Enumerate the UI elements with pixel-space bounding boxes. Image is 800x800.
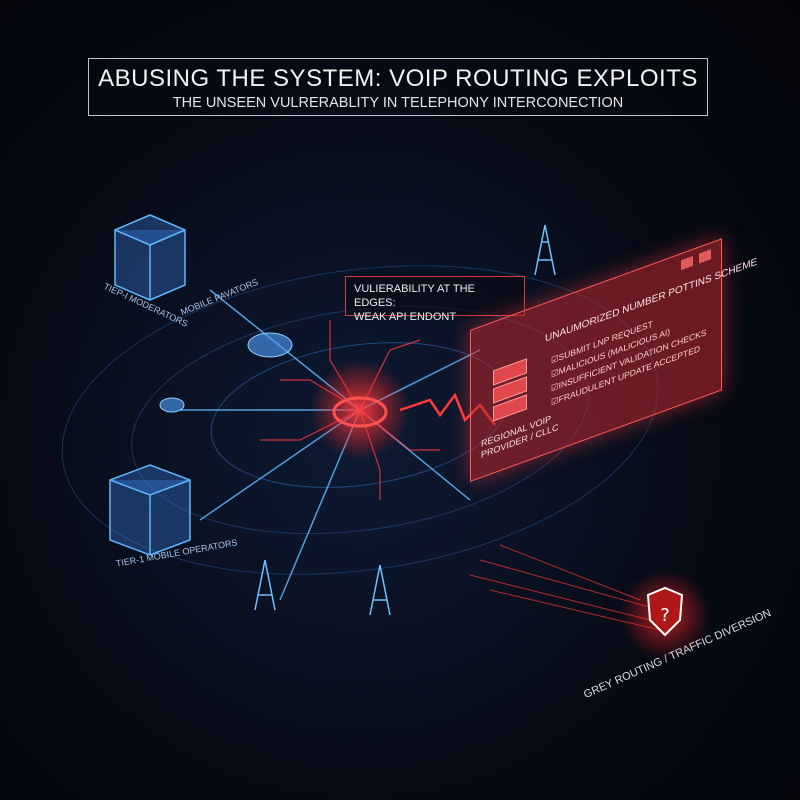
svg-text:?: ? — [660, 605, 670, 626]
breach-target — [332, 396, 388, 428]
window-button[interactable] — [681, 255, 693, 271]
cell-tower-icon — [254, 224, 556, 616]
vulnerability-callout: VULIERABILITY AT THE EDGES: WEAK API END… — [345, 276, 525, 323]
page-title: ABUSING THE SYSTEM: VOIP ROUTING EXPLOIT… — [98, 65, 698, 92]
callout-line2: WEAK API ENDONT — [354, 311, 457, 323]
cloud-upload-icon — [159, 332, 293, 413]
breach-glow — [310, 360, 410, 460]
server-stack-icon — [109, 214, 191, 556]
page-subtitle: THE UNSEEN VULRERABLITY IN TELEPHONY INT… — [172, 95, 624, 111]
title-banner: ABUSING THE SYSTEM: VOIP ROUTING EXPLOIT… — [88, 58, 708, 116]
callout-line1: VULIERABILITY AT THE EDGES: — [354, 283, 475, 309]
window-button[interactable] — [699, 249, 711, 264]
shield-question-icon: ? — [646, 586, 684, 637]
server-stack-icon — [493, 358, 527, 422]
